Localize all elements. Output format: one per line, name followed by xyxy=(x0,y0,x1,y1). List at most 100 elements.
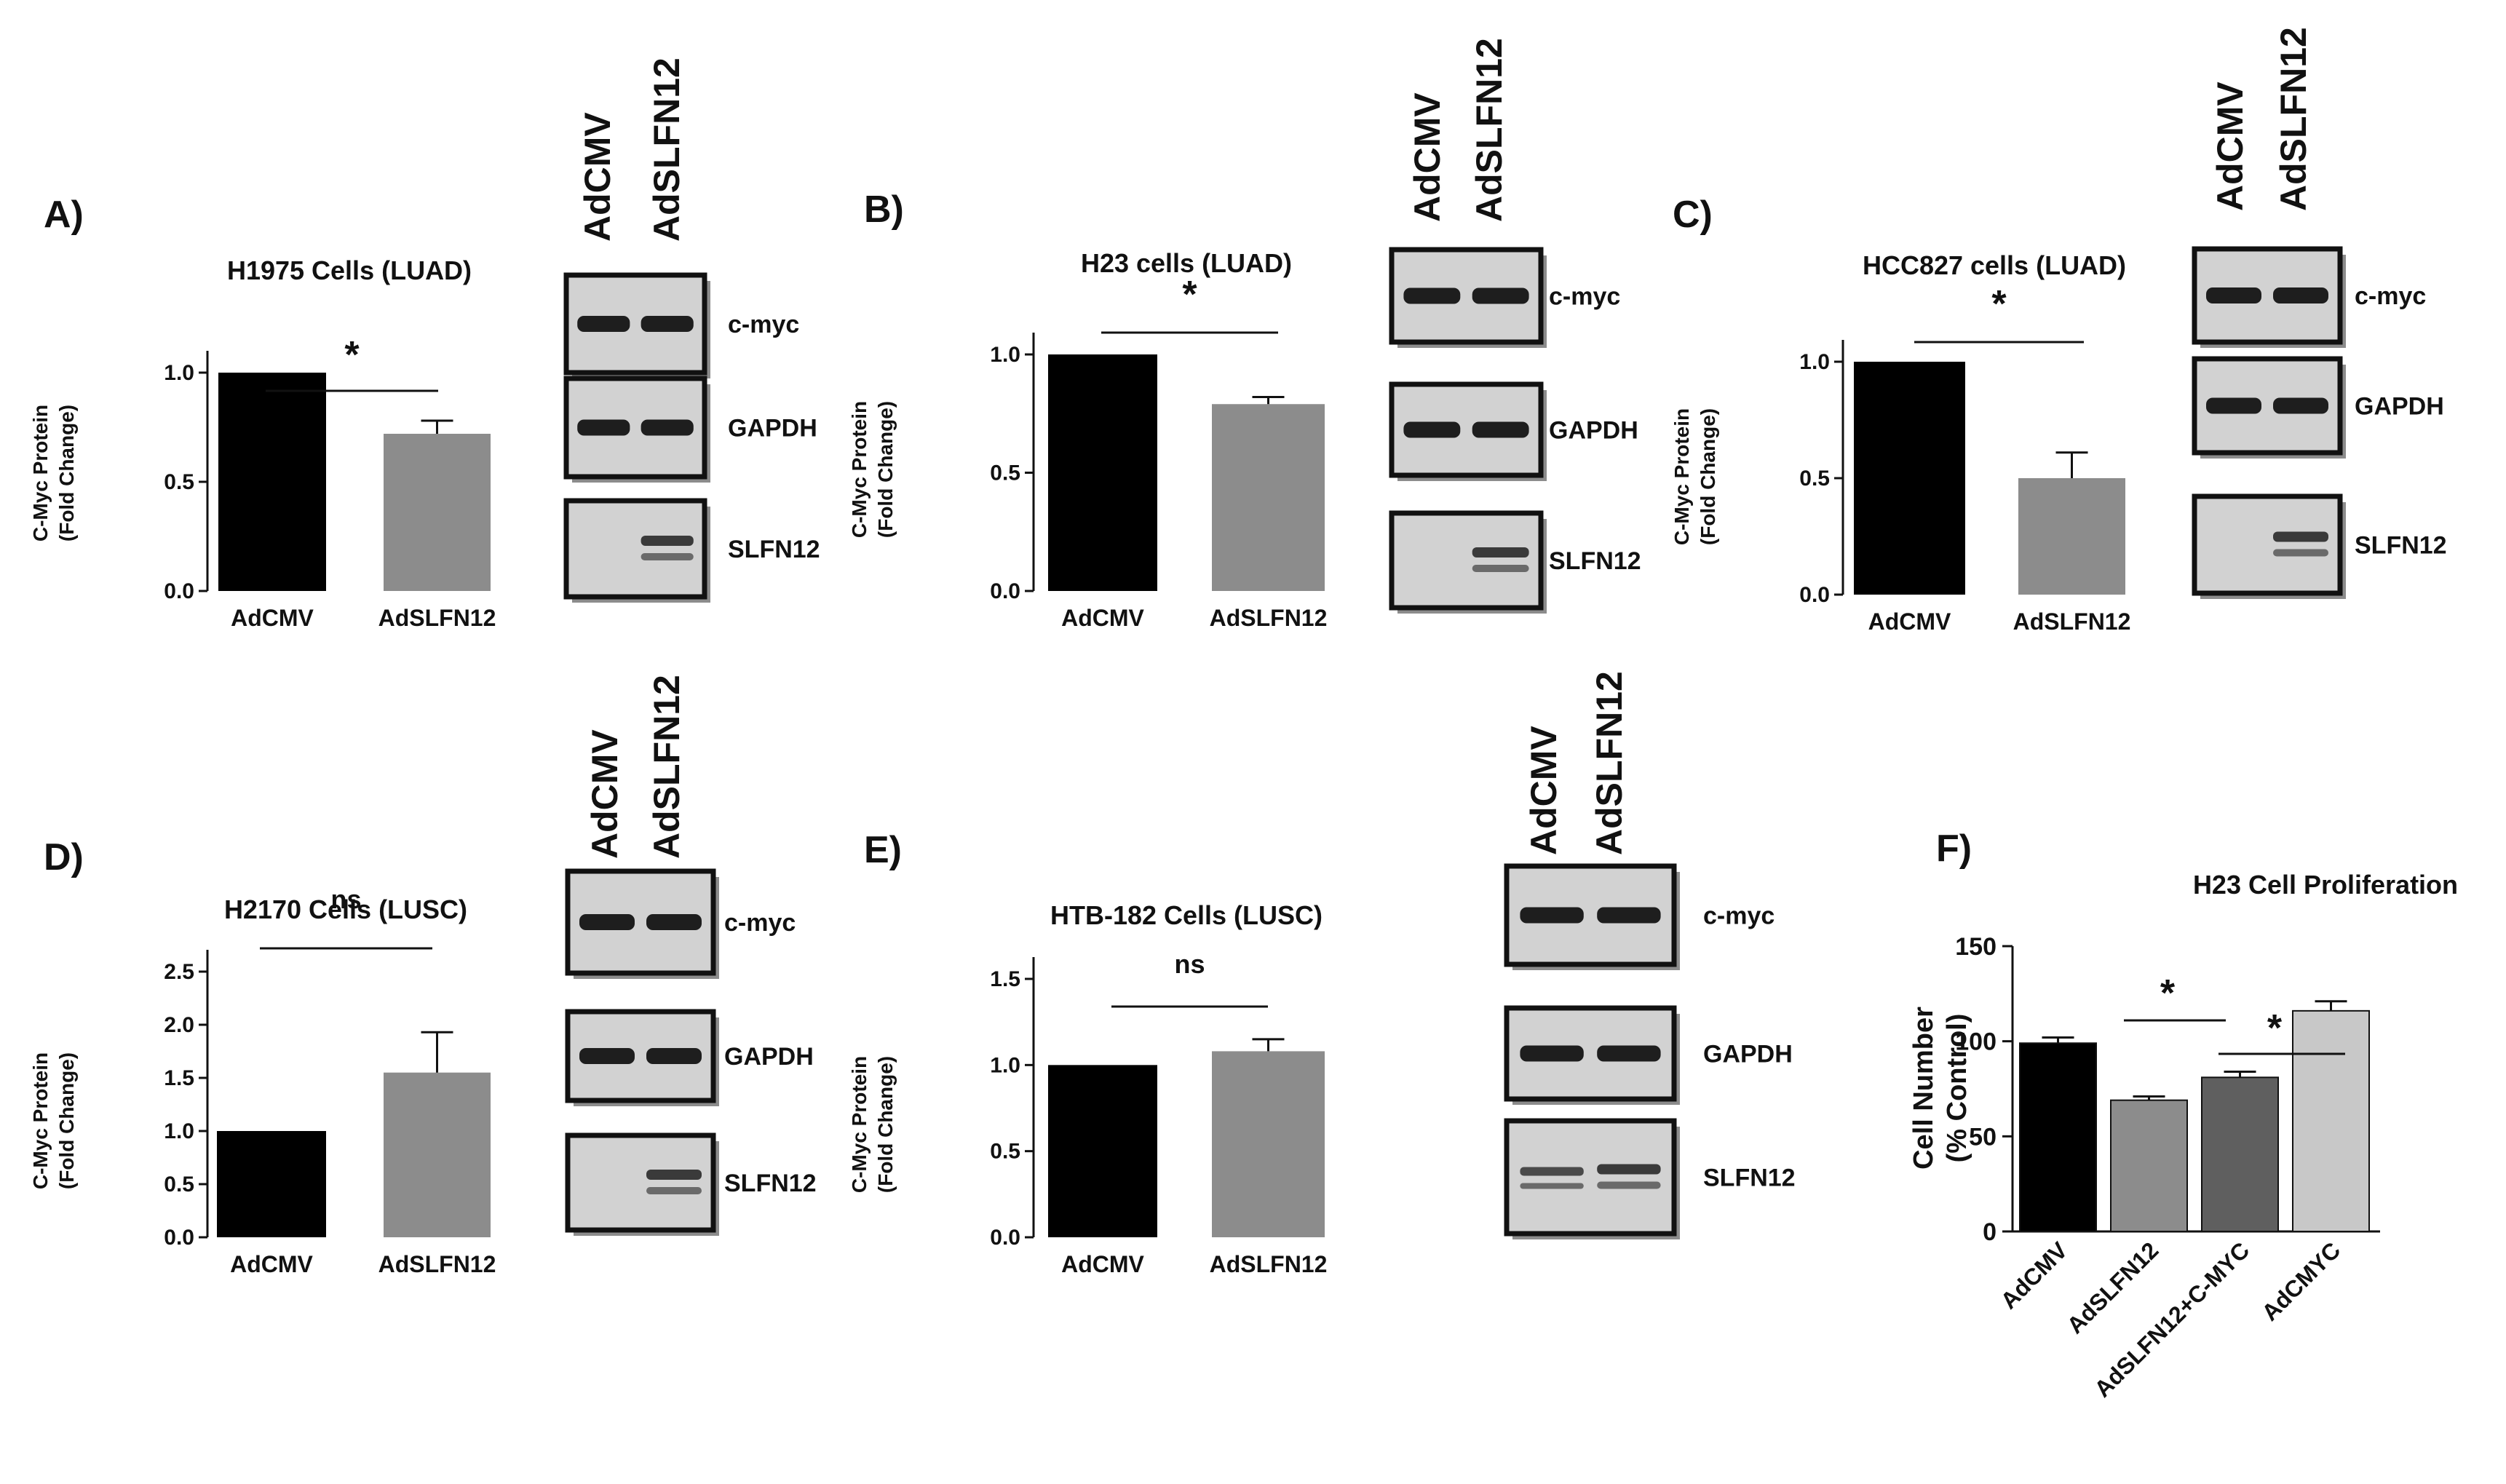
error-bar xyxy=(2315,1000,2347,1011)
bar-adcmv xyxy=(1854,362,1965,595)
y-axis-label: Cell Number(% Control) xyxy=(1908,1007,1972,1170)
panel-d: D)H2170 Cells (LUSC)C-Myc Protein(Fold C… xyxy=(29,675,817,1277)
error-bar xyxy=(1252,1038,1285,1052)
significance-marker: ns xyxy=(330,884,361,914)
bar-adslfn12 xyxy=(384,1072,491,1237)
y-tick-label: 0.5 xyxy=(990,1140,1020,1164)
y-tick-label: 0.0 xyxy=(164,1226,194,1250)
y-tick-label: 0 xyxy=(1983,1218,1997,1246)
y-tick-label: 150 xyxy=(1955,933,1997,961)
bar-adcmv xyxy=(1048,354,1157,591)
blot-band xyxy=(1597,1045,1661,1062)
blot-lane-label: AdCMV xyxy=(1523,726,1564,855)
y-axis-label: C-Myc Protein(Fold Change) xyxy=(848,1056,897,1193)
blot-strip-slfn12 xyxy=(563,498,707,600)
y-tick-label: 0.0 xyxy=(990,579,1020,603)
y-tick-label: 1.5 xyxy=(990,967,1020,991)
blot-band-label: GAPDH xyxy=(724,1043,814,1071)
panel-label: F) xyxy=(1936,828,1972,870)
blot-band xyxy=(1597,907,1661,924)
x-category-label: AdCMYC xyxy=(2256,1237,2345,1325)
chart-title: H23 Cell Proliferation xyxy=(2193,870,2458,900)
blot-band xyxy=(641,419,694,436)
bar-adcmv xyxy=(218,373,326,591)
blot-lane-label: AdSLFN12 xyxy=(1469,38,1510,222)
y-tick-label: 1.0 xyxy=(990,343,1020,367)
y-tick-label: 0.0 xyxy=(990,1226,1020,1250)
y-tick-label: 1.0 xyxy=(164,1119,194,1143)
blot-lane-label: AdSLFN12 xyxy=(1589,671,1630,855)
y-tick-label: 1.5 xyxy=(164,1066,194,1090)
blot-lane-label: AdSLFN12 xyxy=(646,57,687,242)
x-category-label: AdCMV xyxy=(1061,605,1144,631)
blot-band-label: SLFN12 xyxy=(728,536,820,563)
blot-band xyxy=(1597,1164,1661,1175)
blot-lane-label: AdCMV xyxy=(2210,82,2251,211)
blot-band xyxy=(1472,565,1529,572)
y-tick-label: 0.5 xyxy=(1799,467,1830,491)
x-category-label: AdSLFN12 xyxy=(378,605,496,631)
blot-band xyxy=(646,1048,702,1064)
panel-label: D) xyxy=(44,836,84,878)
blot-band xyxy=(2206,397,2261,414)
bar-adslfn12 xyxy=(1212,404,1325,591)
blot-lane-label: AdSLFN12 xyxy=(646,675,687,859)
y-tick-label: 0.0 xyxy=(1799,583,1830,607)
bar-adslfn12 xyxy=(2018,478,2125,595)
x-category-label: AdCMV xyxy=(1061,1251,1144,1277)
blot-band xyxy=(1403,287,1461,304)
panel-label: C) xyxy=(1673,194,1713,236)
blot-band xyxy=(2273,549,2328,557)
blot-strip-slfn12 xyxy=(1389,510,1544,611)
blot-band xyxy=(646,1187,702,1194)
chart-title: HCC827 cells (LUAD) xyxy=(1863,250,2126,280)
blot-band-label: GAPDH xyxy=(1703,1041,1793,1068)
x-category-label: AdSLFN12 xyxy=(1210,605,1328,631)
error-bar xyxy=(2224,1070,2256,1078)
blot-band xyxy=(1520,1167,1584,1176)
blot-band-label: SLFN12 xyxy=(1549,547,1641,575)
blot-lane-label: AdCMV xyxy=(1407,92,1448,222)
panel-label: B) xyxy=(864,189,904,231)
error-bar xyxy=(2055,451,2088,478)
blot-band-label: GAPDH xyxy=(2355,393,2444,421)
blot-lane-label: AdCMV xyxy=(584,729,625,859)
y-axis-label: C-Myc Protein(Fold Change) xyxy=(848,401,897,538)
bar-adslfn12-c-myc xyxy=(2201,1076,2279,1232)
blot-band xyxy=(641,536,694,546)
blot-band xyxy=(579,914,635,930)
bar-adcmv xyxy=(2019,1042,2097,1233)
chart-title: H1975 Cells (LUAD) xyxy=(227,255,472,285)
x-category-label: AdCMV xyxy=(1868,608,1951,635)
bar-adslfn12 xyxy=(1212,1051,1325,1237)
bar-adcmv xyxy=(217,1131,326,1237)
blot-band-label: GAPDH xyxy=(1549,417,1638,445)
x-category-label: AdSLFN12+C-MYC xyxy=(2089,1237,2254,1402)
significance-marker: ns xyxy=(1174,949,1205,979)
blot-strip-slfn12 xyxy=(2192,493,2343,596)
y-tick-label: 1.0 xyxy=(1799,350,1830,374)
y-tick-label: 1.0 xyxy=(990,1053,1020,1077)
panel-e: E)HTB-182 Cells (LUSC)C-Myc Protein(Fold… xyxy=(848,671,1796,1277)
x-category-label: AdSLFN12 xyxy=(1210,1251,1328,1277)
error-bar xyxy=(2133,1095,2165,1100)
panel-c: C)HCC827 cells (LUAD)C-Myc Protein(Fold … xyxy=(1670,27,2447,635)
blot-band-label: c-myc xyxy=(728,311,799,338)
significance-marker: * xyxy=(2267,1007,2283,1049)
x-category-label: AdCMV xyxy=(1996,1237,2073,1314)
blot-band-label: c-myc xyxy=(724,909,796,937)
blot-band xyxy=(2206,287,2261,303)
blot-band xyxy=(1472,287,1529,304)
blot-band-label: GAPDH xyxy=(728,415,817,443)
blot-strip-slfn12 xyxy=(1504,1118,1677,1237)
blot-lane-label: AdCMV xyxy=(577,112,618,242)
y-tick-label: 0.5 xyxy=(164,470,194,494)
blot-band xyxy=(1520,1183,1584,1189)
panel-label: A) xyxy=(44,194,84,236)
blot-band xyxy=(1520,907,1584,924)
blot-band-label: SLFN12 xyxy=(1703,1164,1796,1192)
